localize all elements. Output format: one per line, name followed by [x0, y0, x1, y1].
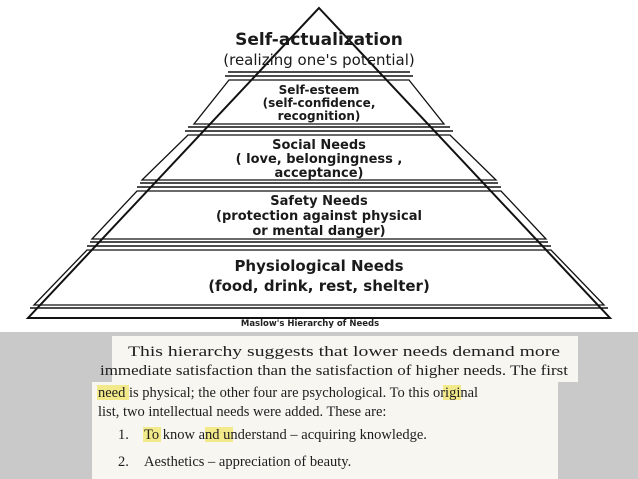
level-title-safety-needs: Safety Needs: [270, 194, 368, 209]
highlight-and: [205, 427, 233, 442]
tier-separators: [30, 71, 608, 309]
level-title-self-esteem: Self-esteem: [279, 83, 360, 97]
list-item-1-text: To know and understand – acquiring knowl…: [144, 427, 427, 443]
word-to: To: [390, 385, 405, 401]
line3-middle: is physical; the other four are psycholo…: [125, 385, 389, 401]
paragraph-line-3: need is physical; the other four are psy…: [98, 385, 478, 401]
level-title-self-actualization: Self-actualization: [235, 30, 403, 50]
level-title-physiological-needs: Physiological Needs: [234, 257, 403, 275]
tier-frames: [32, 79, 606, 306]
list-item-1-number: 1.: [118, 427, 129, 443]
pyramid-caption: Maslow's Hierarchy of Needs: [241, 319, 379, 329]
text-panel: This hierarchy suggests that lower needs…: [0, 332, 638, 479]
level-desc-social-needs-line1: ( love, belongingness ,: [236, 152, 403, 167]
list1-know: know: [159, 427, 198, 443]
paragraph-line-4: list, two intellectual needs were added.…: [98, 404, 386, 420]
paper-strip-top: [112, 336, 578, 382]
pyramid-outline: [25, 6, 613, 319]
highlight-to-1: [443, 385, 461, 400]
list-item-2-text: Aesthetics – appreciation of beauty.: [144, 454, 351, 470]
list1-to: To: [144, 427, 159, 443]
word-need: need: [98, 385, 126, 401]
level-desc-safety-needs-line1: (protection against physical: [216, 209, 422, 224]
level-title-social-needs: Social Needs: [272, 138, 366, 153]
line3-end: this original: [405, 385, 478, 401]
highlight-need: [97, 385, 129, 400]
level-desc-physiological-needs: (food, drink, rest, shelter): [208, 277, 430, 295]
level-desc-social-needs-line2: acceptance): [274, 166, 363, 181]
level-desc-safety-needs-line2: or mental danger): [252, 224, 385, 239]
list1-rest: understand – acquiring knowledge.: [220, 427, 427, 443]
paper-strip-bottom: [92, 382, 558, 479]
list-item-2-number: 2.: [118, 454, 129, 470]
paragraph-line-2: immediate satisfaction than the satisfac…: [100, 363, 568, 379]
paragraph-line-1: This hierarchy suggests that lower needs…: [128, 344, 560, 360]
list1-and: and: [199, 427, 221, 443]
level-desc-self-actualization: (realizing one's potential): [223, 51, 414, 69]
highlight-to-2: [143, 427, 161, 442]
level-desc-self-esteem-line1: (self-confidence,: [263, 96, 376, 110]
level-desc-self-esteem-line2: recognition): [278, 109, 361, 123]
pyramid: Self-actualization (realizing one's pote…: [25, 6, 613, 329]
